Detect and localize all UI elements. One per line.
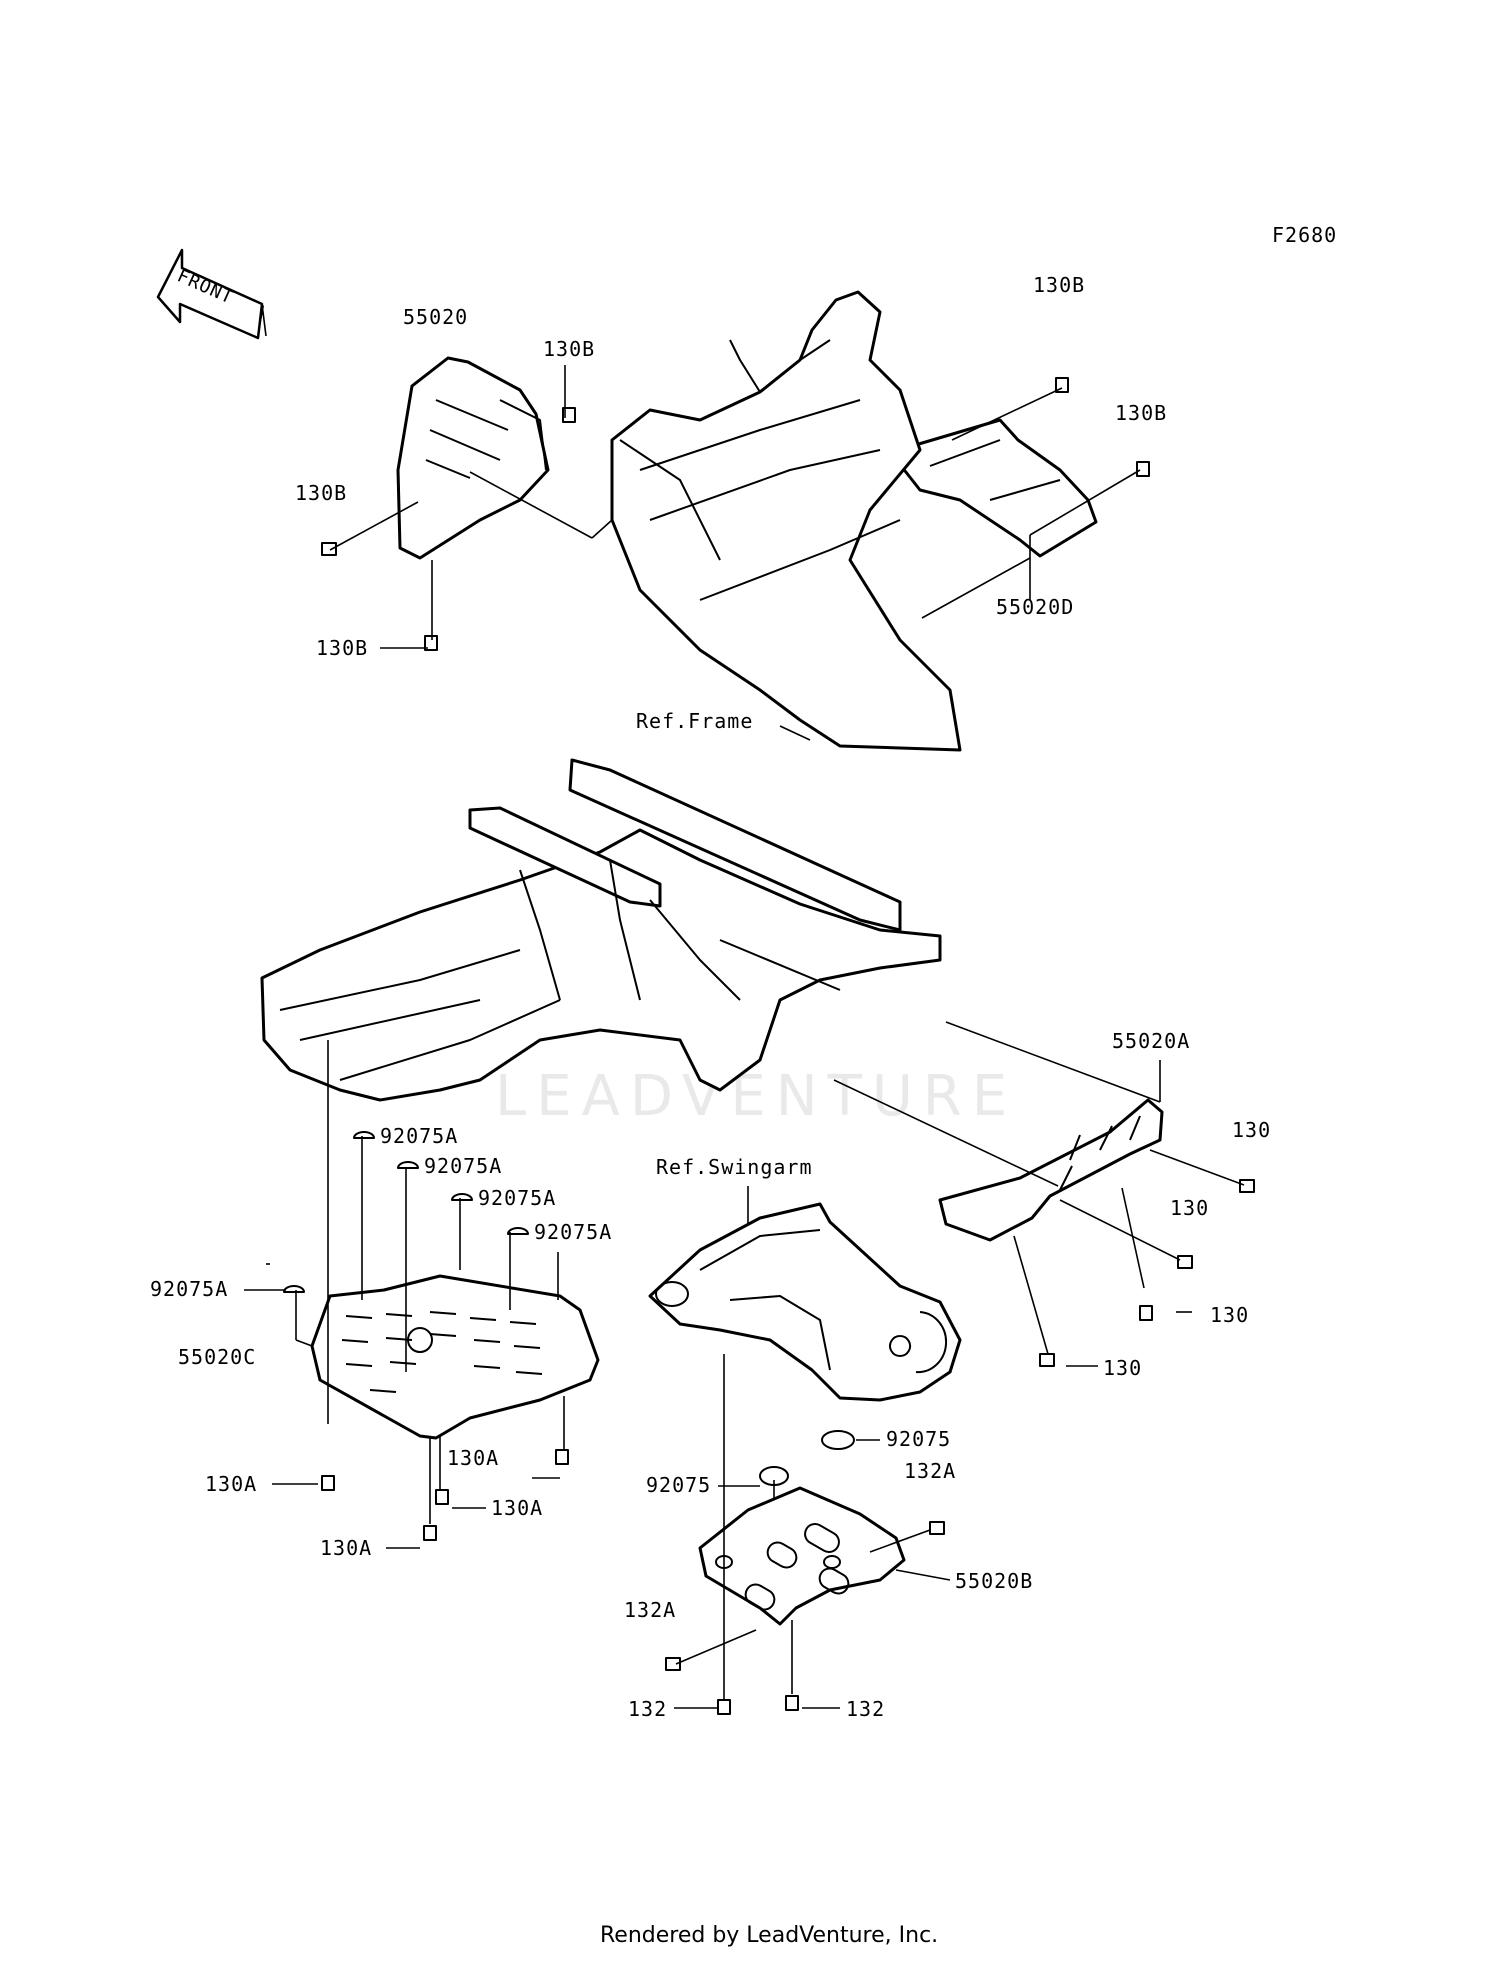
- label-130a: 130A: [491, 1496, 543, 1520]
- bolt-icon: [424, 635, 438, 651]
- label-55020a: 55020A: [1112, 1029, 1190, 1053]
- label-130: 130: [1170, 1196, 1209, 1220]
- front-label: FRONT: [174, 265, 237, 308]
- bolt-icon: [435, 1489, 449, 1505]
- grommet-icon: [821, 1430, 855, 1450]
- label-130b: 130B: [295, 481, 347, 505]
- bolt-icon: [1136, 461, 1150, 477]
- label-92075a: 92075A: [380, 1124, 458, 1148]
- grommet-icon: [759, 1466, 789, 1486]
- front-guard-55020: [396, 356, 550, 560]
- grommet-icon: [283, 1285, 305, 1293]
- watermark-text: LEADVENTURE: [495, 1064, 1017, 1129]
- skid-plate-55020c: [310, 1274, 600, 1440]
- bolt-icon: [1039, 1353, 1055, 1367]
- label-92075: 92075: [646, 1473, 711, 1497]
- leader-lines-top: [329, 365, 1141, 741]
- bolt-icon: [929, 1521, 945, 1535]
- label-132: 132: [628, 1697, 667, 1721]
- grommet-icon: [451, 1193, 473, 1201]
- lower-frame-ref: [260, 758, 942, 1102]
- label-130a: 130A: [205, 1472, 257, 1496]
- bolt-icon: [785, 1695, 799, 1711]
- label-130b: 130B: [543, 337, 595, 361]
- bolt-icon: [1055, 377, 1069, 393]
- skid-plate-55020b: [698, 1486, 906, 1626]
- label-92075a: 92075A: [150, 1277, 228, 1301]
- label-132a: 132A: [624, 1598, 676, 1622]
- label-130b: 130B: [1033, 273, 1085, 297]
- label-132: 132: [846, 1697, 885, 1721]
- label-92075a: 92075A: [424, 1154, 502, 1178]
- label-130b: 130B: [316, 636, 368, 660]
- skid-plate-55020a: [938, 1098, 1164, 1242]
- label-92075: 92075: [886, 1427, 951, 1451]
- label-130a: 130A: [320, 1536, 372, 1560]
- label-132a: 132A: [904, 1459, 956, 1483]
- bolt-icon: [1139, 1305, 1153, 1321]
- grommet-icon: [353, 1131, 375, 1139]
- label-130: 130: [1103, 1356, 1142, 1380]
- label-130a: 130A: [447, 1446, 499, 1470]
- leader-lines-left: [244, 1040, 565, 1549]
- bolt-icon: [562, 407, 576, 423]
- label-130b: 130B: [1115, 401, 1167, 425]
- label-ref-swingarm: Ref.Swingarm: [656, 1155, 813, 1179]
- label-130: 130: [1232, 1118, 1271, 1142]
- label-55020c: 55020C: [178, 1345, 256, 1369]
- bolt-icon: [321, 542, 337, 556]
- leader-lines-center: [674, 1354, 951, 1709]
- label-55020d: 55020D: [996, 595, 1074, 619]
- label-92075a: 92075A: [534, 1220, 612, 1244]
- label-55020b: 55020B: [955, 1569, 1033, 1593]
- label-130: 130: [1210, 1303, 1249, 1327]
- grommet-icon: [397, 1161, 419, 1169]
- leader-lines-right: [833, 1021, 1245, 1367]
- label-55020: 55020: [403, 305, 468, 329]
- diagram-code: F2680: [1272, 223, 1337, 247]
- rear-guard-55020d: [896, 418, 1098, 558]
- bolt-icon: [555, 1449, 569, 1465]
- label-ref-frame: Ref.Frame: [636, 709, 753, 733]
- bolt-icon: [1177, 1255, 1193, 1269]
- bolt-icon: [717, 1699, 731, 1715]
- bolt-icon: [1239, 1179, 1255, 1193]
- bolt-icon: [665, 1657, 681, 1671]
- front-arrow-icon: FRONT: [156, 248, 267, 340]
- bolt-icon: [423, 1525, 437, 1541]
- grommet-icon: [507, 1227, 529, 1235]
- upper-frame-ref: [610, 290, 962, 752]
- footer-credit: Rendered by LeadVenture, Inc.: [600, 1923, 938, 1948]
- swingarm-ref: [648, 1202, 962, 1402]
- label-92075a: 92075A: [478, 1186, 556, 1210]
- bolt-icon: [321, 1475, 335, 1491]
